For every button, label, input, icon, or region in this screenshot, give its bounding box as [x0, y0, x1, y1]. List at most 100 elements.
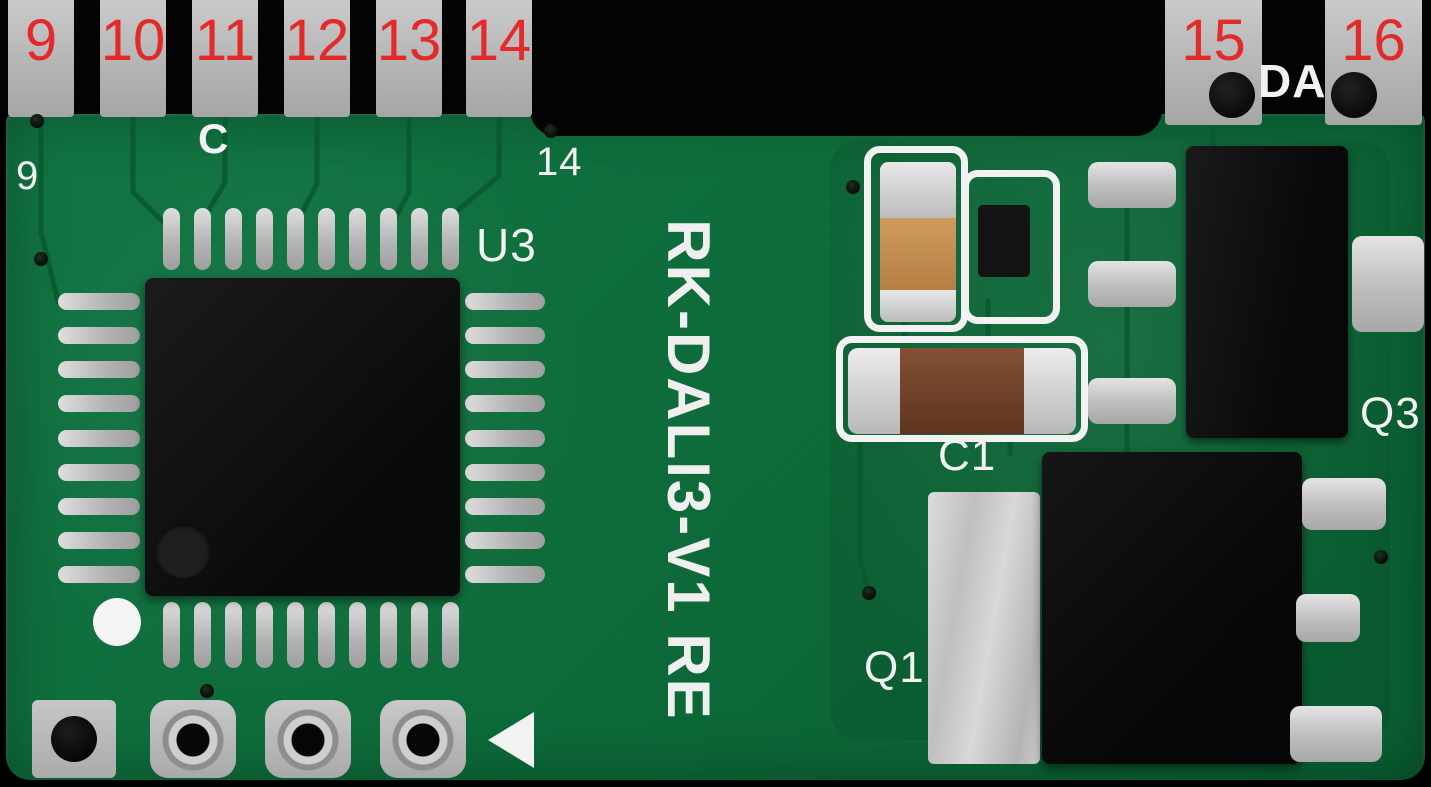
capacitor-terminal	[880, 290, 956, 322]
mounting-hole	[51, 716, 97, 762]
drill-hole	[544, 124, 558, 138]
mounting-hole	[392, 709, 454, 771]
ic-pin	[349, 208, 366, 270]
solder-pad	[1088, 378, 1176, 424]
mounting-pad	[265, 700, 351, 778]
ic-pin	[225, 208, 242, 270]
capacitor-terminal	[880, 162, 956, 218]
silkscreen-board-title: RK-DALI3-V1 RE	[655, 219, 722, 721]
silkscreen-q1-label: Q1	[864, 643, 925, 692]
ic-pin	[465, 361, 545, 379]
ic-pin	[58, 531, 140, 549]
ic-pin	[194, 208, 211, 270]
mounting-pad	[150, 700, 236, 778]
ic-pin	[58, 429, 140, 447]
ic-pin	[58, 293, 140, 310]
transistor-q1-pin	[1290, 706, 1382, 762]
ic-pin	[465, 293, 545, 310]
ic-pin	[287, 602, 304, 668]
ic-pin	[349, 602, 366, 668]
solder-pad-13: 13	[376, 0, 442, 117]
capacitor-vertical	[880, 162, 956, 322]
transistor-q1-pin	[1296, 594, 1360, 642]
ic-pin	[225, 602, 242, 668]
pad-number-label: 16	[1341, 8, 1406, 73]
transistor-q1-pin	[1302, 478, 1386, 530]
ic-pin	[465, 531, 545, 549]
ic-pin	[287, 208, 304, 270]
silkscreen-pin9-label: 9	[16, 154, 40, 198]
pad-number-label: 11	[194, 8, 256, 73]
drill-hole	[862, 586, 876, 600]
ic-pin	[163, 602, 180, 668]
drill-hole	[846, 180, 860, 194]
ic-pin	[58, 361, 140, 379]
capacitor-terminal	[848, 348, 900, 434]
silkscreen-q3-label: Q3	[1360, 389, 1421, 438]
ic-pin	[465, 429, 545, 447]
capacitor-c1	[848, 348, 1076, 434]
ic-pin	[411, 602, 428, 668]
triangle-marker	[488, 712, 534, 768]
ic-pin	[442, 208, 459, 270]
ic-pin	[194, 602, 211, 668]
pad-drill-hole	[1209, 72, 1255, 118]
silkscreen-outline-part	[962, 170, 1060, 324]
ic-pin	[256, 208, 273, 270]
pad-number-label: 9	[24, 8, 58, 73]
solder-pad-9: 9	[8, 0, 74, 117]
silkscreen-c-label: C	[198, 115, 230, 162]
ic-pin	[318, 208, 335, 270]
solder-pad-14: 14	[466, 0, 532, 117]
solder-pad-16: 16	[1325, 0, 1422, 125]
ic-pin	[380, 602, 397, 668]
smd-component	[978, 205, 1030, 277]
drill-hole	[1374, 550, 1388, 564]
ic-pin	[58, 566, 140, 583]
ic-pin	[58, 395, 140, 413]
transistor-q1-pad	[928, 492, 1040, 764]
drill-hole	[200, 684, 214, 698]
ic-pin	[442, 602, 459, 668]
mounting-hole	[162, 709, 224, 771]
mounting-hole	[277, 709, 339, 771]
ic-pin	[465, 395, 545, 413]
ic-pins-right	[465, 293, 545, 583]
pad-number-label: 12	[284, 8, 350, 73]
ic-pin	[256, 602, 273, 668]
mounting-pad	[380, 700, 466, 778]
pad-number-label: 13	[376, 8, 442, 73]
ic-pins-left	[58, 293, 140, 583]
solder-pad-15: 15	[1165, 0, 1262, 125]
solder-pad	[1088, 261, 1176, 307]
ic-pin	[58, 327, 140, 345]
pad-number-label: 15	[1181, 8, 1246, 73]
drill-hole	[30, 114, 44, 128]
ic-pin	[163, 208, 180, 270]
capacitor-body	[900, 348, 1024, 434]
capacitor-body	[880, 218, 956, 290]
ic-pins-bottom	[163, 602, 459, 668]
ic-chip-dimple	[156, 524, 210, 578]
silkscreen-outline-c1	[836, 336, 1088, 442]
ic-pins-top	[163, 208, 459, 270]
ic-pin	[465, 463, 545, 481]
pad-number-label: 14	[466, 8, 532, 73]
ic-pin	[465, 327, 545, 345]
pad-drill-hole	[1331, 72, 1377, 118]
board-top-notch	[530, 0, 1162, 136]
drill-hole	[34, 252, 48, 266]
ic-pin	[58, 497, 140, 515]
mounting-pad	[32, 700, 116, 778]
ic-pin	[58, 463, 140, 481]
transistor-q3-tab	[1352, 236, 1424, 332]
ic-pin	[411, 208, 428, 270]
transistor-q1	[1042, 452, 1302, 764]
solder-pad-11: 11	[192, 0, 258, 117]
ic-pin	[318, 602, 335, 668]
silkscreen-c1-label: C1	[938, 431, 997, 480]
silkscreen-u3-label: U3	[476, 219, 537, 271]
solder-pad	[1088, 162, 1176, 208]
silkscreen-da-label: DA	[1258, 55, 1327, 107]
